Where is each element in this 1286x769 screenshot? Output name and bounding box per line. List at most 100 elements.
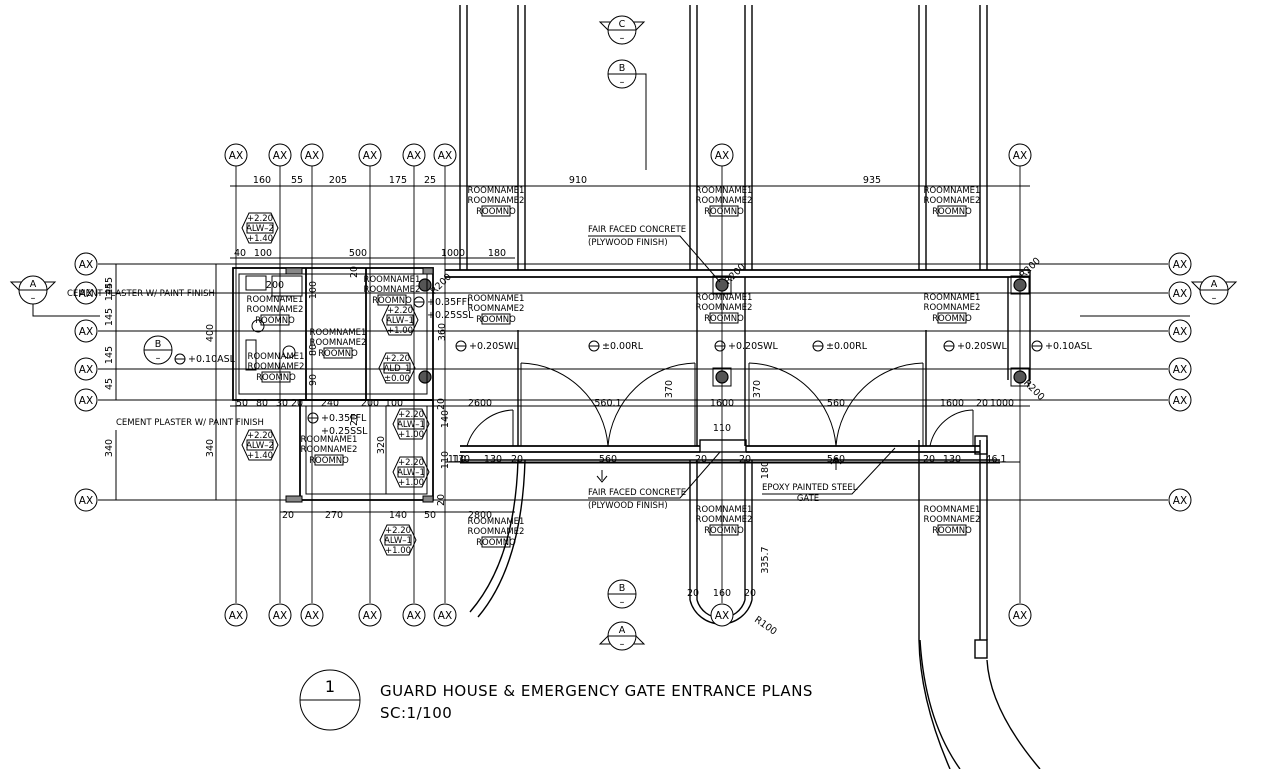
grid-bubble: AX	[433, 143, 457, 167]
level-text: +0.20SWL	[957, 341, 1008, 352]
dim-lower-2: 20	[511, 454, 523, 465]
gate-swings	[466, 362, 974, 447]
section-marker-b-bottom-sheet: –	[620, 597, 625, 608]
dim-bottom-0: 20	[282, 510, 294, 521]
room-name-1: ROOMNAME1	[696, 293, 753, 303]
room-number-box	[937, 524, 967, 536]
dim-small-31: 20	[436, 494, 447, 506]
window-tag-box	[383, 362, 411, 374]
grid-bubble-label: AX	[273, 610, 287, 622]
grid-bubble: AX	[268, 603, 292, 627]
room-number: ROOMNO	[704, 314, 744, 324]
level-ffl-2: +0.35FFL	[307, 412, 367, 424]
section-marker-a-bottom-bubble: A–	[607, 621, 637, 651]
section-marker-b-bottom-letter: B	[619, 583, 626, 594]
room-number-box	[260, 314, 290, 326]
grid-bubble: AX	[224, 143, 248, 167]
dim-bottom-4: 2800	[468, 510, 492, 521]
grid-bubble-circle	[1168, 488, 1192, 512]
window-tag-box	[397, 466, 425, 478]
grid-bubble-circle	[74, 252, 98, 276]
grid-bubble-label: AX	[1173, 364, 1187, 376]
room-name-1: ROOMNAME1	[924, 293, 981, 303]
window-tag-box	[246, 222, 274, 234]
level-ffl-1: +0.35FFL	[413, 296, 473, 308]
dim-small-29: 20	[349, 414, 360, 426]
level-asl-right: +0.10ASL	[1031, 340, 1093, 352]
level-swl-2: +0.20SWL	[714, 340, 779, 352]
annotation-labels: ROOMNAME1ROOMNAME2ROOMNOROOMNAME1ROOMNAM…	[67, 186, 1093, 556]
room-name-2: ROOMNAME2	[301, 445, 358, 455]
grid-bubble: AX	[224, 603, 248, 627]
level-text: +0.35FFL	[427, 297, 473, 308]
dim-top-6: 935	[863, 175, 881, 186]
grid-bubble-label: AX	[305, 610, 319, 622]
grid-bubble: AX	[1168, 319, 1192, 343]
grid-bubble-circle	[74, 281, 98, 305]
room-name-1: ROOMNAME1	[468, 517, 525, 527]
dimension-lines	[115, 185, 1030, 513]
dim-left-2: 145	[104, 346, 115, 364]
section-b-leader	[636, 73, 647, 170]
dim-small-22: 20	[349, 266, 360, 278]
room-number: ROOMNO	[704, 207, 744, 217]
note-cement-plaster-bottom: CEMENT PLASTER W/ PAINT FINISH	[116, 418, 264, 428]
dim-small-3: 20	[291, 398, 303, 409]
dim-small-8: 370	[752, 380, 763, 398]
grid-bubble: AX	[74, 488, 98, 512]
section-marker-b-top-letter: B	[619, 63, 626, 74]
dim-small-1: 80	[256, 398, 268, 409]
dim-second-4: 180	[488, 248, 506, 259]
window-tag-top: +2.20	[385, 526, 411, 536]
note-fair-faced-bottom: FAIR FACED CONCRETE	[588, 488, 686, 498]
dim-small-9: 320	[376, 436, 387, 454]
dim-mid-2: 1600	[710, 398, 734, 409]
window-tag-hexagon	[241, 212, 279, 244]
section-marker-b-left: B–	[143, 335, 173, 365]
window-tag-box	[397, 418, 425, 430]
grid-bubble: AX	[433, 603, 457, 627]
window-tag-bottom: ±0.00	[384, 374, 410, 384]
grid-bubble: AX	[1168, 488, 1192, 512]
dim-lower-4: 20	[695, 454, 707, 465]
dim-lower-5: 20	[739, 454, 751, 465]
dim-small-7: 370	[664, 380, 675, 398]
title-block: 1 GUARD HOUSE & EMERGENCY GATE ENTRANCE …	[299, 669, 812, 731]
leader-fair-faced-bottom	[588, 451, 721, 499]
level-rl-1: ±0.00RL	[588, 340, 644, 352]
room-number-box	[314, 454, 344, 466]
section-marker-a-left-bubble: A–	[18, 275, 48, 305]
dim-mid-5: 20	[976, 398, 988, 409]
room-name-2: ROOMNAME2	[364, 285, 421, 295]
level-text: +0.10ASL	[188, 354, 236, 365]
grid-bubble-label: AX	[1173, 288, 1187, 300]
level-text: +0.20SWL	[469, 341, 520, 352]
grid-bubble: AX	[710, 143, 734, 167]
grid-bubble-label: AX	[1173, 326, 1187, 338]
room-name-2: ROOMNAME2	[924, 303, 981, 313]
room-number-box	[261, 371, 291, 383]
dim-mid-0: 2600	[468, 398, 492, 409]
section-marker-a-left-bubble-letter: A	[30, 279, 37, 290]
arrow-up-icon	[830, 457, 842, 470]
dim-small-15: 20	[744, 588, 756, 599]
dim-small-25: 90	[308, 374, 319, 386]
grid-bubble-label: AX	[363, 150, 377, 162]
grid-bubble-circle	[1168, 388, 1192, 412]
dim-top-0: 160	[253, 175, 271, 186]
grid-bubble: AX	[358, 603, 382, 627]
section-marker-b-top-sheet: –	[620, 77, 625, 88]
dim-small-5: 200	[361, 398, 379, 409]
room-number-box	[481, 536, 511, 548]
grid-bubble: AX	[1168, 388, 1192, 412]
dim-second-0: 40	[234, 248, 246, 259]
dim-top-3: 175	[389, 175, 407, 186]
window-tag-box	[246, 439, 274, 451]
room-name-2: ROOMNAME2	[696, 196, 753, 206]
grid-bubble-circle	[1168, 319, 1192, 343]
room-number: ROOMNO	[932, 314, 972, 324]
window-tag-top: +2.20	[384, 354, 410, 364]
